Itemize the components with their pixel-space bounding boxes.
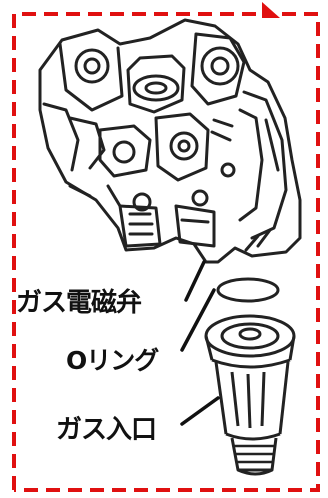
label-o-ring: Oリング <box>66 346 159 375</box>
o-ring-drawing <box>216 277 280 303</box>
arrow-tip-icon <box>262 2 280 18</box>
gas-inlet-drawing <box>204 314 296 476</box>
label-gas-solenoid-valve: ガス電磁弁 <box>16 288 142 318</box>
label-gas-inlet: ガス入口 <box>56 415 157 445</box>
dashed-frame <box>12 12 320 492</box>
leader-line-oring <box>180 288 216 352</box>
gas-solenoid-valve-drawing <box>38 18 302 264</box>
leader-line-solenoid <box>184 260 206 302</box>
leader-line-inlet <box>180 396 220 426</box>
leader-lines <box>180 260 220 426</box>
